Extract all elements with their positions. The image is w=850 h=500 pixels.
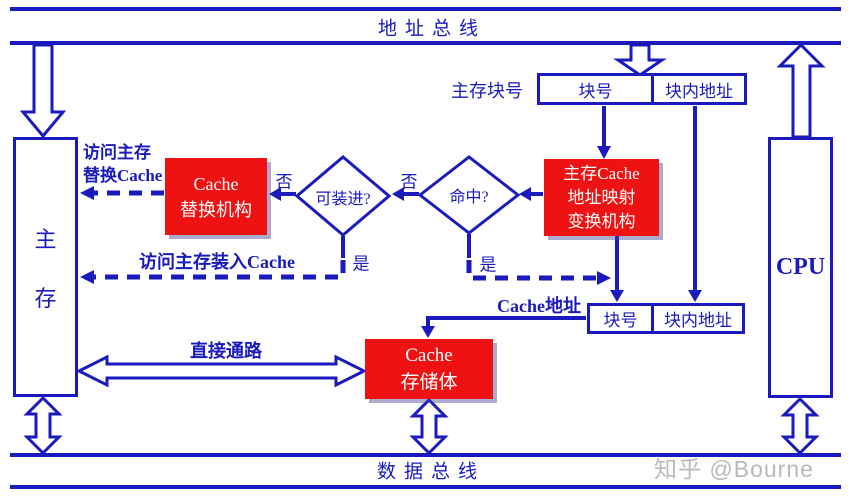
main-memory-label-char1: 主 <box>34 226 57 252</box>
arrow-direct-path-icon <box>75 354 368 388</box>
arrowhead-into-fit-icon <box>392 187 404 201</box>
data-bus-title: 数据总线 <box>376 461 486 483</box>
replace-edge-line1: 访问主存 <box>83 143 151 162</box>
arrow-main-memory-data-bus-icon <box>23 395 63 456</box>
address-bus-title: 地址总线 <box>377 18 487 40</box>
arrow-address-bus-to-main-memory-icon <box>19 43 67 139</box>
cpu-box: CPU <box>768 137 833 398</box>
cache-address-blockno-cell: 块号 <box>603 311 638 330</box>
arrowhead-into-hit-icon <box>519 187 531 201</box>
mapping-box: 主存Cache 地址映射 变换机构 <box>544 159 659 236</box>
arrowhead-offset-into-cache-register-icon <box>688 290 702 302</box>
mapping-line3: 变换机构 <box>567 211 636 231</box>
decision-fit-label: 可装进? <box>315 191 371 208</box>
cache-replace-line1: Cache <box>193 173 239 194</box>
decision-fit-diamond <box>294 155 392 237</box>
cache-replace-line2: 替换机构 <box>180 199 252 220</box>
cache-storage-line1: Cache <box>405 345 453 366</box>
arrowhead-load-into-memory-icon <box>80 270 94 284</box>
arrow-cpu-data-bus-icon <box>780 396 820 456</box>
arrow-cpu-to-address-bus-icon <box>776 42 826 139</box>
cache-replace-box: Cache 替换机构 <box>165 158 267 235</box>
no-fit-label: 否 <box>275 172 293 192</box>
load-edge-label: 访问主存装入Cache <box>139 252 295 272</box>
arrowhead-into-replace-icon <box>269 187 281 201</box>
watermark-text: 知乎 @Bourne <box>654 456 814 482</box>
yes-hit-label: 是 <box>479 255 497 275</box>
main-address-offset-cell: 块内地址 <box>651 76 744 102</box>
main-address-blockno-cell: 块号 <box>578 81 613 101</box>
arrowhead-into-cache-storage-icon <box>421 326 435 338</box>
no-hit-label: 否 <box>400 172 418 192</box>
mapping-line1: 主存Cache <box>563 163 640 183</box>
yes-fit-label: 是 <box>352 254 370 274</box>
wire-cache-register-to-cache-storage <box>426 316 586 326</box>
arrow-address-bus-to-main-address-register-icon <box>613 43 667 77</box>
main-memory-label-char2: 存 <box>34 285 57 311</box>
arrowhead-mapping-into-cache-register-icon <box>610 290 624 302</box>
cache-storage-line2: 存储体 <box>400 372 458 393</box>
direct-path-label: 直接通路 <box>190 341 262 361</box>
wire-hit-yes-dashed <box>466 260 597 281</box>
arrow-cache-storage-data-bus-icon <box>409 397 449 456</box>
decision-hit-label: 命中? <box>449 189 489 206</box>
wire-load-cache-dashed <box>93 260 346 280</box>
main-address-register: 块号 块内地址 <box>537 73 747 105</box>
cache-address-offset-cell: 块内地址 <box>651 306 742 331</box>
decision-hit-diamond <box>417 155 521 235</box>
main-address-caption: 主存块号 <box>451 81 523 101</box>
replace-edge-line2: 替换Cache <box>83 166 163 185</box>
arrowhead-into-mapping-icon <box>597 146 611 159</box>
arrowhead-hit-yes-icon <box>597 271 611 285</box>
cpu-label: CPU <box>775 254 826 280</box>
arrowhead-replace-into-memory-icon <box>80 186 94 200</box>
cache-storage-box: Cache 存储体 <box>365 339 493 399</box>
replace-edge-label: 访问主存 替换Cache <box>83 141 162 187</box>
main-memory-box: 主 存 <box>13 137 78 397</box>
cache-address-register: 块号 块内地址 <box>587 303 745 334</box>
mapping-line2: 地址映射 <box>567 187 636 207</box>
cache-address-caption: Cache地址 <box>497 296 581 316</box>
